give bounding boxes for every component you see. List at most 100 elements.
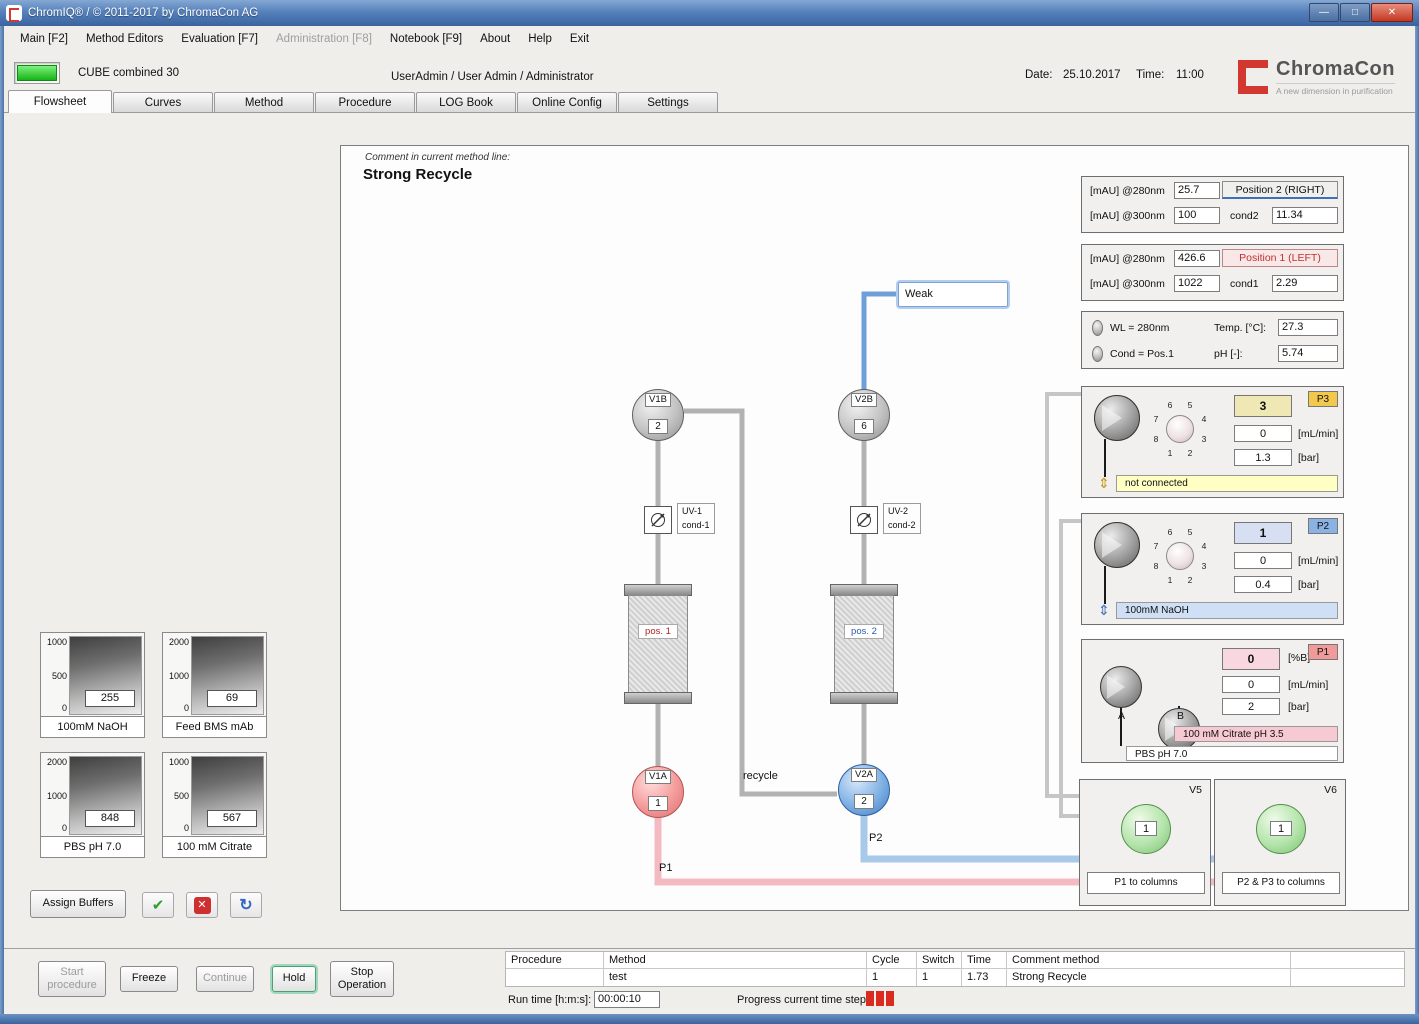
ph-value-field[interactable]: 5.74 — [1278, 345, 1338, 362]
buffer-tank-1: 1000 500 0 255 100mM NaOH — [40, 632, 145, 738]
col-cycle: Cycle — [867, 952, 917, 968]
tab-log-book[interactable]: LOG Book — [416, 92, 516, 112]
p1-flow-field[interactable]: 0 — [1222, 676, 1280, 693]
temp-value-field[interactable]: 27.3 — [1278, 319, 1338, 336]
valve-v6-panel: V6 1 P2 & P3 to columns — [1214, 779, 1346, 906]
cond1-value-field[interactable]: 2.29 — [1272, 275, 1338, 292]
tab-curves[interactable]: Curves — [113, 92, 213, 112]
stop-operation-button[interactable]: Stop Operation — [330, 961, 394, 997]
refresh-buffers-button[interactable]: ↻ — [230, 892, 262, 918]
uv2-sensor[interactable] — [850, 506, 878, 534]
minimize-button[interactable]: — — [1309, 3, 1339, 22]
p2-flow-field[interactable]: 0 — [1234, 552, 1292, 569]
p1-gradient-field[interactable]: 0 — [1222, 648, 1280, 670]
uv-sensor-icon — [651, 513, 665, 527]
maximize-button[interactable]: □ — [1340, 3, 1370, 22]
v6-position-field[interactable]: 1 — [1270, 821, 1292, 836]
p1-pressure-field[interactable]: 2 — [1222, 698, 1280, 715]
uv2-label: UV-2 cond-2 — [883, 503, 921, 534]
v5-position-field[interactable]: 1 — [1135, 821, 1157, 836]
col-procedure: Procedure — [506, 952, 604, 968]
dial-number: 1 — [1167, 575, 1173, 585]
menu-help[interactable]: Help — [528, 33, 552, 45]
cond2-value-field[interactable]: 11.34 — [1272, 207, 1338, 224]
p3-pressure-field[interactable]: 1.3 — [1234, 449, 1292, 466]
menu-method-editors[interactable]: Method Editors — [85, 33, 164, 45]
start-procedure-button[interactable]: Start procedure — [38, 961, 106, 997]
tank-volume-field[interactable]: 69 — [207, 690, 257, 707]
tab-method[interactable]: Method — [214, 92, 314, 112]
date-value: 25.10.2017 — [1063, 69, 1121, 81]
cancel-buffers-button[interactable]: ✕ — [186, 892, 218, 918]
tab-procedure[interactable]: Procedure — [315, 92, 415, 112]
tank-volume-field[interactable]: 567 — [207, 810, 257, 827]
uv2-line2: cond-2 — [888, 519, 916, 530]
dial-number: 7 — [1153, 414, 1159, 424]
chromacon-logo: ChromaCon A new dimension in purificatio… — [1238, 58, 1395, 96]
a300-value-field[interactable]: 1022 — [1174, 275, 1220, 292]
p2-inlet-strip: 100mM NaOH — [1116, 602, 1338, 619]
valve-position-field[interactable]: 1 — [648, 796, 668, 811]
p2-valve-dial[interactable]: 1 2 3 4 5 6 7 8 — [1148, 524, 1212, 588]
cond-source-led-icon — [1092, 346, 1103, 362]
p2-pressure-field[interactable]: 0.4 — [1234, 576, 1292, 593]
uv1-sensor[interactable] — [644, 506, 672, 534]
column-pos2[interactable]: pos. 2 — [830, 584, 898, 704]
menu-evaluation[interactable]: Evaluation [F7] — [181, 33, 259, 45]
close-button[interactable]: ✕ — [1371, 3, 1413, 22]
inlet-selector-icon[interactable]: ⇕ — [1098, 602, 1110, 618]
a280-value-field[interactable]: 426.6 — [1174, 250, 1220, 267]
v5-route-label: P1 to columns — [1087, 872, 1205, 894]
a280-value-field[interactable]: 25.7 — [1174, 182, 1220, 199]
scale-bottom: 0 — [61, 703, 67, 713]
v6-route-label: P2 & P3 to columns — [1222, 872, 1340, 894]
pump-p2-panel: 1 2 3 4 5 6 7 8 1 P2 0 [mL/min] 0.4 [bar… — [1081, 513, 1344, 625]
p3-flow-field[interactable]: 0 — [1234, 425, 1292, 442]
col-method: Method — [604, 952, 867, 968]
buffer-tank-4: 1000 500 0 567 100 mM Citrate — [162, 752, 267, 858]
v6-tag: V6 — [1324, 784, 1337, 796]
continue-button[interactable]: Continue — [196, 966, 254, 992]
tab-strip: Flowsheet Curves Method Procedure LOG Bo… — [4, 90, 1415, 113]
title-bar[interactable]: ChromIQ® / © 2011-2017 by ChromaCon AG —… — [0, 0, 1419, 26]
valve-position-field[interactable]: 2 — [648, 419, 668, 434]
hold-button[interactable]: Hold — [272, 966, 316, 992]
tab-flowsheet[interactable]: Flowsheet — [8, 90, 112, 113]
valve-position-field[interactable]: 6 — [854, 419, 874, 434]
dial-knob[interactable] — [1166, 415, 1194, 443]
scale-bottom: 0 — [61, 823, 67, 833]
menu-notebook[interactable]: Notebook [F9] — [389, 33, 463, 45]
menu-main[interactable]: Main [F2] — [20, 33, 68, 45]
recycle-line — [684, 408, 837, 797]
valve-v2a[interactable]: V2A 2 — [838, 764, 890, 816]
menu-exit[interactable]: Exit — [569, 33, 590, 45]
p3-valve-dial[interactable]: 1 2 3 4 5 6 7 8 — [1148, 397, 1212, 461]
valve-v1a[interactable]: V1A 1 — [632, 766, 684, 818]
dial-knob[interactable] — [1166, 542, 1194, 570]
assign-buffers-button[interactable]: Assign Buffers — [30, 890, 126, 918]
valve-position-field[interactable]: 2 — [854, 794, 874, 809]
weak-outlet-field[interactable]: Weak — [898, 282, 1008, 307]
inlet-selector-icon[interactable]: ⇕ — [1098, 475, 1110, 491]
menu-about[interactable]: About — [480, 33, 511, 45]
temp-label: Temp. [°C]: — [1214, 322, 1267, 334]
dial-number: 5 — [1187, 527, 1193, 537]
valve-v2b[interactable]: V2B 6 — [838, 389, 890, 441]
dial-number: 6 — [1167, 400, 1173, 410]
cond1-label: cond1 — [1230, 278, 1259, 290]
column-pos1[interactable]: pos. 1 — [624, 584, 692, 704]
valve-v1b[interactable]: V1B 2 — [632, 389, 684, 441]
run-time-field[interactable]: 00:00:10 — [594, 991, 660, 1008]
uv1-line2: cond-1 — [682, 519, 710, 530]
tank-volume-field[interactable]: 255 — [85, 690, 135, 707]
tab-online-config[interactable]: Online Config — [517, 92, 617, 112]
freeze-button[interactable]: Freeze — [120, 966, 178, 992]
scale-top: 2000 — [168, 637, 189, 647]
p2-position-field[interactable]: 1 — [1234, 522, 1292, 544]
tank-volume-field[interactable]: 848 — [85, 810, 135, 827]
confirm-buffers-button[interactable]: ✔ — [142, 892, 174, 918]
p3-position-field[interactable]: 3 — [1234, 395, 1292, 417]
tab-settings[interactable]: Settings — [618, 92, 718, 112]
a300-value-field[interactable]: 100 — [1174, 207, 1220, 224]
